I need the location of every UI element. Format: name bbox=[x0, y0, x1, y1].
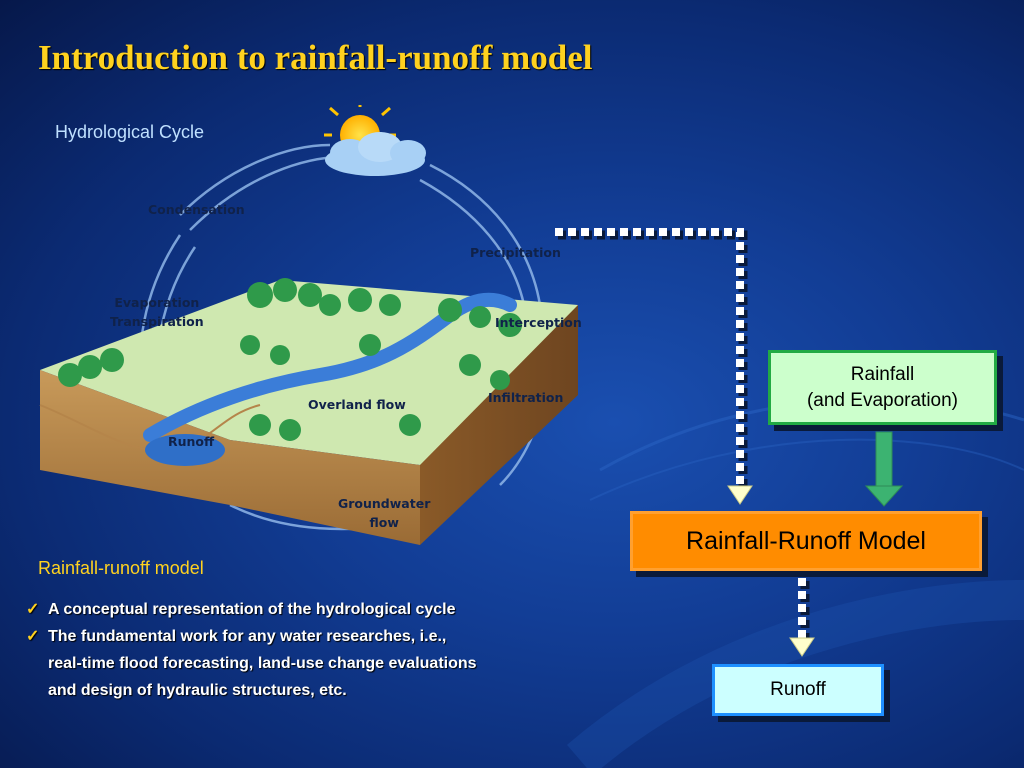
checkmark-icon: ✓ bbox=[26, 628, 40, 645]
groundwater-flow-label: Groundwater flow bbox=[338, 496, 431, 530]
checkmark-icon: ✓ bbox=[26, 601, 40, 618]
interception-label: Interception bbox=[495, 315, 582, 330]
infiltration-label: Infiltration bbox=[488, 390, 564, 405]
overland-flow-label: Overland flow bbox=[308, 397, 406, 412]
bullet-text: The fundamental work for any water resea… bbox=[48, 628, 477, 699]
hydrological-cycle-illustration bbox=[39, 99, 578, 545]
condensation-label: Condensation bbox=[148, 202, 245, 217]
runoff-box: Runoff bbox=[712, 664, 884, 716]
hydrological-cycle-diagram: Condensation Precipitation Evaporation T… bbox=[30, 99, 590, 555]
precipitation-label: Precipitation bbox=[470, 245, 561, 260]
page-title: Introduction to rainfall-runoff model bbox=[38, 38, 593, 77]
diagram-label: Hydrological Cycle bbox=[55, 122, 205, 142]
bullet-text: A conceptual representation of the hydro… bbox=[48, 601, 456, 618]
rainfall-runoff-model-box: Rainfall-Runoff Model bbox=[630, 511, 982, 571]
landscape-block bbox=[39, 278, 578, 545]
sun-cloud-icon bbox=[324, 99, 426, 176]
bullet-list: ✓ A conceptual representation of the hyd… bbox=[26, 596, 586, 704]
runoff-label: Runoff bbox=[168, 434, 215, 449]
section-label: Rainfall-runoff model bbox=[38, 558, 204, 578]
evaporation-label: Evaporation Transpiration bbox=[110, 295, 204, 329]
bullet-item: ✓ The fundamental work for any water res… bbox=[26, 623, 586, 704]
bullet-item: ✓ A conceptual representation of the hyd… bbox=[26, 596, 586, 623]
rainfall-box: Rainfall (and Evaporation) bbox=[768, 350, 997, 425]
